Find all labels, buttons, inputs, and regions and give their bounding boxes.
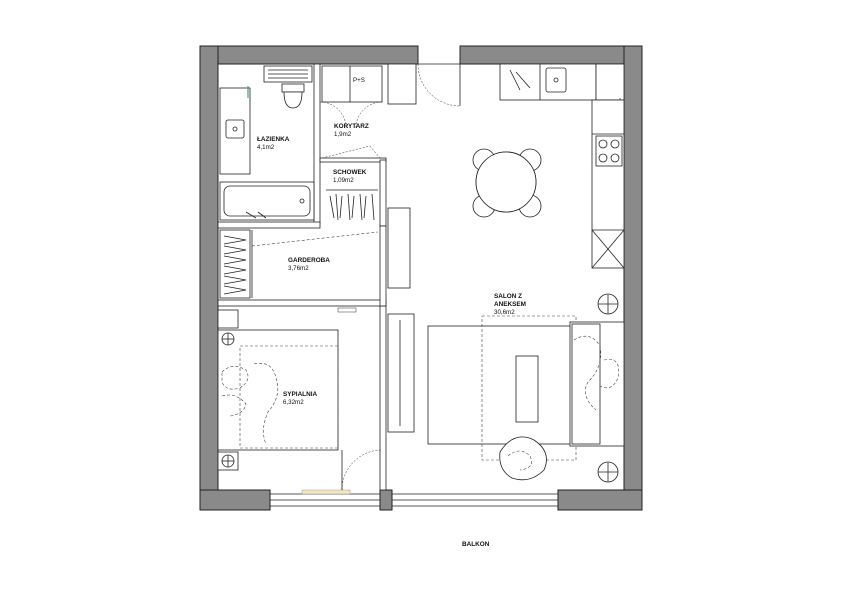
tall-cabinet — [595, 63, 625, 101]
corridor-area: 1,9m2 — [334, 131, 352, 138]
storage: SCHOWEK 1,09m2 — [321, 145, 381, 221]
wall-panel-lower — [387, 313, 415, 433]
wall-right — [623, 45, 643, 511]
corridor-label: KORYTARZ — [334, 123, 369, 130]
toilet — [281, 83, 305, 93]
bedroom-label: SYPIALNIA — [283, 391, 317, 398]
wall-bottom-right — [557, 489, 643, 511]
wardrobe: GARDEROBA 3,76m2 — [219, 229, 379, 313]
living-label-line2: ANEKSEM — [494, 301, 526, 308]
storage-label: SCHOWEK — [333, 169, 367, 176]
wardrobe-area: 3,76m2 — [288, 265, 309, 272]
living-area: 30,6m2 — [494, 309, 515, 316]
wall-panel-upper — [387, 207, 411, 289]
hob — [595, 135, 623, 167]
washer-dryer-label: P+S — [353, 77, 365, 84]
balcony-windows — [270, 489, 558, 507]
wall-bottom-pier — [379, 489, 393, 511]
wall-top-right — [459, 45, 643, 65]
nightstand-top — [217, 309, 239, 329]
washbasin — [225, 119, 245, 139]
bedroom: SYPIALNIA 6,32m2 — [217, 309, 383, 491]
storage-area: 1,09m2 — [333, 177, 354, 184]
kitchen-counter-side — [591, 99, 625, 269]
washer-dryer — [321, 65, 383, 103]
coffee-table — [515, 355, 539, 423]
living-label-line1: SALON Z — [494, 293, 522, 300]
storage-hangers — [326, 189, 378, 221]
wall-top-left — [199, 45, 419, 65]
wall-left — [199, 45, 219, 511]
entrance-door — [417, 46, 461, 107]
wardrobe-label: GARDEROBA — [288, 257, 330, 264]
rug — [427, 325, 577, 445]
balcony-label: BALKON — [462, 541, 490, 548]
bathroom-label: ŁAZIENKA — [257, 136, 290, 143]
outer-walls — [199, 45, 643, 511]
closet-box — [387, 63, 417, 105]
bathroom: ŁAZIENKA 4,1m2 — [219, 65, 315, 221]
sofa — [569, 321, 625, 447]
interior-walls — [217, 63, 387, 491]
living-room: SALON Z ANEKSEM 30,6m2 — [387, 63, 625, 483]
kitchen-sink — [545, 67, 567, 93]
bathroom-area: 4,1m2 — [257, 144, 275, 151]
corridor: P+S KORYTARZ 1,9m2 — [319, 63, 417, 138]
armchair — [499, 436, 547, 481]
bedroom-area: 6,32m2 — [283, 399, 304, 406]
wall-bottom-left — [199, 489, 271, 511]
